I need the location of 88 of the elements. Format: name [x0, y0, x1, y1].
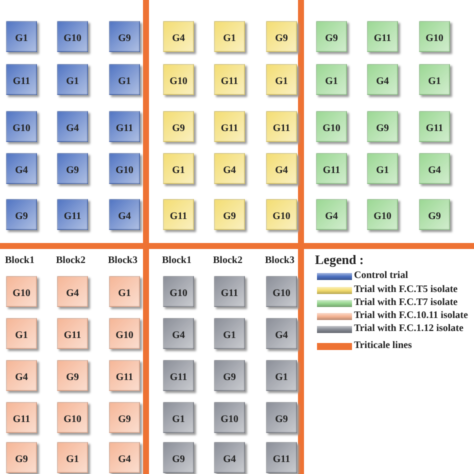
- plot-tile: G10: [57, 402, 88, 433]
- plot-tile: G1: [266, 64, 297, 95]
- plot-tile: G1: [109, 276, 140, 307]
- plot-tile: G4: [163, 21, 194, 52]
- plot-tile: G9: [214, 360, 245, 391]
- legend-text: Trial with F.C.1.12 isolate: [354, 323, 464, 334]
- plot-tile: G1: [6, 318, 37, 349]
- plot-tile: G9: [109, 402, 140, 433]
- column-header: Block1: [5, 255, 34, 266]
- plot-tile: G11: [163, 199, 194, 230]
- legend-text: Trial with F.C.T5 isolate: [354, 284, 458, 295]
- plot-tile: G11: [316, 153, 347, 184]
- plot-tile: G9: [57, 360, 88, 391]
- legend-text: Triticale lines: [354, 340, 412, 351]
- plot-tile: G1: [57, 442, 88, 473]
- plot-tile: G11: [57, 199, 88, 230]
- plot-tile: G9: [367, 111, 398, 142]
- plot-tile: G4: [6, 360, 37, 391]
- plot-tile: G4: [57, 276, 88, 307]
- plot-tile: G1: [214, 21, 245, 52]
- plot-tile: G1: [419, 64, 450, 95]
- plot-tile: G1: [163, 153, 194, 184]
- plot-tile: G4: [109, 199, 140, 230]
- plot-tile: G1: [163, 402, 194, 433]
- plot-tile: G4: [163, 318, 194, 349]
- plot-tile: G10: [266, 276, 297, 307]
- plot-tile: G9: [109, 21, 140, 52]
- plot-tile: G11: [266, 442, 297, 473]
- plot-tile: G11: [214, 111, 245, 142]
- plot-tile: G11: [57, 318, 88, 349]
- plot-tile: G4: [214, 153, 245, 184]
- plot-tile: G1: [57, 64, 88, 95]
- plot-tile: G1: [214, 318, 245, 349]
- plot-tile: G10: [6, 111, 37, 142]
- column-header: Block2: [213, 255, 242, 266]
- plot-tile: G9: [419, 199, 450, 230]
- plot-tile: G4: [109, 442, 140, 473]
- column-header: Block1: [162, 255, 192, 266]
- plot-tile: G4: [367, 64, 398, 95]
- plot-tile: G11: [109, 111, 140, 142]
- plot-tile: G10: [6, 276, 37, 307]
- plot-tile: G9: [266, 21, 297, 52]
- column-header: Block2: [56, 255, 86, 266]
- plot-tile: G1: [316, 64, 347, 95]
- plot-tile: G11: [214, 276, 245, 307]
- plot-tile: G9: [57, 153, 88, 184]
- legend-title: Legend :: [315, 252, 364, 268]
- plot-tile: G11: [367, 21, 398, 52]
- plot-tile: G10: [57, 21, 88, 52]
- plot-tile: G10: [316, 111, 347, 142]
- plot-tile: G11: [109, 360, 140, 391]
- plot-tile: G11: [6, 402, 37, 433]
- plot-tile: G4: [316, 199, 347, 230]
- plot-tile: G10: [109, 153, 140, 184]
- legend-text: Trial with F.C.T7 isolate: [354, 297, 458, 308]
- legend-text: Control trial: [354, 270, 408, 281]
- plot-tile: G9: [266, 402, 297, 433]
- plot-tile: G10: [367, 199, 398, 230]
- plot-tile: G10: [109, 318, 140, 349]
- plot-tile: G4: [214, 442, 245, 473]
- plot-tile: G1: [6, 21, 37, 52]
- plot-tile: G11: [419, 111, 450, 142]
- plot-tile: G11: [266, 111, 297, 142]
- plot-tile: G9: [163, 111, 194, 142]
- plot-tile: G11: [163, 360, 194, 391]
- plot-tile: G9: [316, 21, 347, 52]
- plot-tile: G10: [214, 402, 245, 433]
- plot-tile: G1: [266, 360, 297, 391]
- plot-tile: G4: [6, 153, 37, 184]
- plot-tile: G1: [367, 153, 398, 184]
- plot-tile: G9: [6, 442, 37, 473]
- plot-tile: G11: [214, 64, 245, 95]
- plot-tile: G10: [419, 21, 450, 52]
- plot-tile: G10: [266, 199, 297, 230]
- plot-tile: G10: [163, 64, 194, 95]
- plot-tile: G4: [266, 153, 297, 184]
- legend-text: Trial with F.C.10.11 isolate: [354, 310, 468, 321]
- plot-tile: G4: [57, 111, 88, 142]
- plot-tile: G4: [419, 153, 450, 184]
- plot-tile: G9: [6, 199, 37, 230]
- plot-tile: G9: [163, 442, 194, 473]
- column-header: Block3: [265, 255, 294, 266]
- column-header: Block3: [108, 255, 138, 266]
- plot-tile: G1: [109, 64, 140, 95]
- plot-tile: G4: [266, 318, 297, 349]
- plot-tile: G10: [163, 276, 194, 307]
- plot-tile: G9: [214, 199, 245, 230]
- plot-tile: G11: [6, 64, 37, 95]
